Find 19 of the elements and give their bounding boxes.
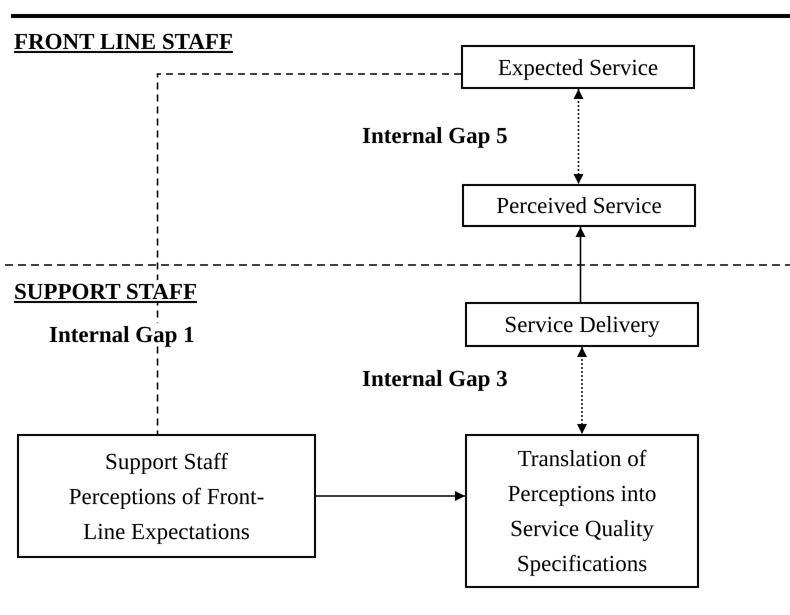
box-text: Translation of Perceptions into Service Quality Specifications <box>506 445 658 578</box>
gap-label: Internal Gap 5 <box>362 124 508 147</box>
arrow <box>316 491 465 501</box>
box-text: Expected Service <box>498 54 658 82</box>
gap-label: Internal Gap 1 <box>49 323 195 346</box>
arrow <box>576 227 586 302</box>
box-text: Service Delivery <box>504 311 660 339</box>
section-heading: SUPPORT STAFF <box>14 280 198 303</box>
process-box <box>465 302 699 347</box>
box-text: Perceived Service <box>496 192 662 220</box>
connector-line <box>156 73 461 434</box>
process-box <box>461 45 695 89</box>
gap-label: Internal Gap 3 <box>362 367 508 390</box>
process-box <box>17 434 316 558</box>
process-box <box>462 184 696 227</box>
arrow <box>574 89 584 184</box>
process-box <box>465 434 699 588</box>
box-text: Support Staff Perceptions of Front-Line Expectations <box>68 448 266 546</box>
arrow <box>577 347 587 434</box>
